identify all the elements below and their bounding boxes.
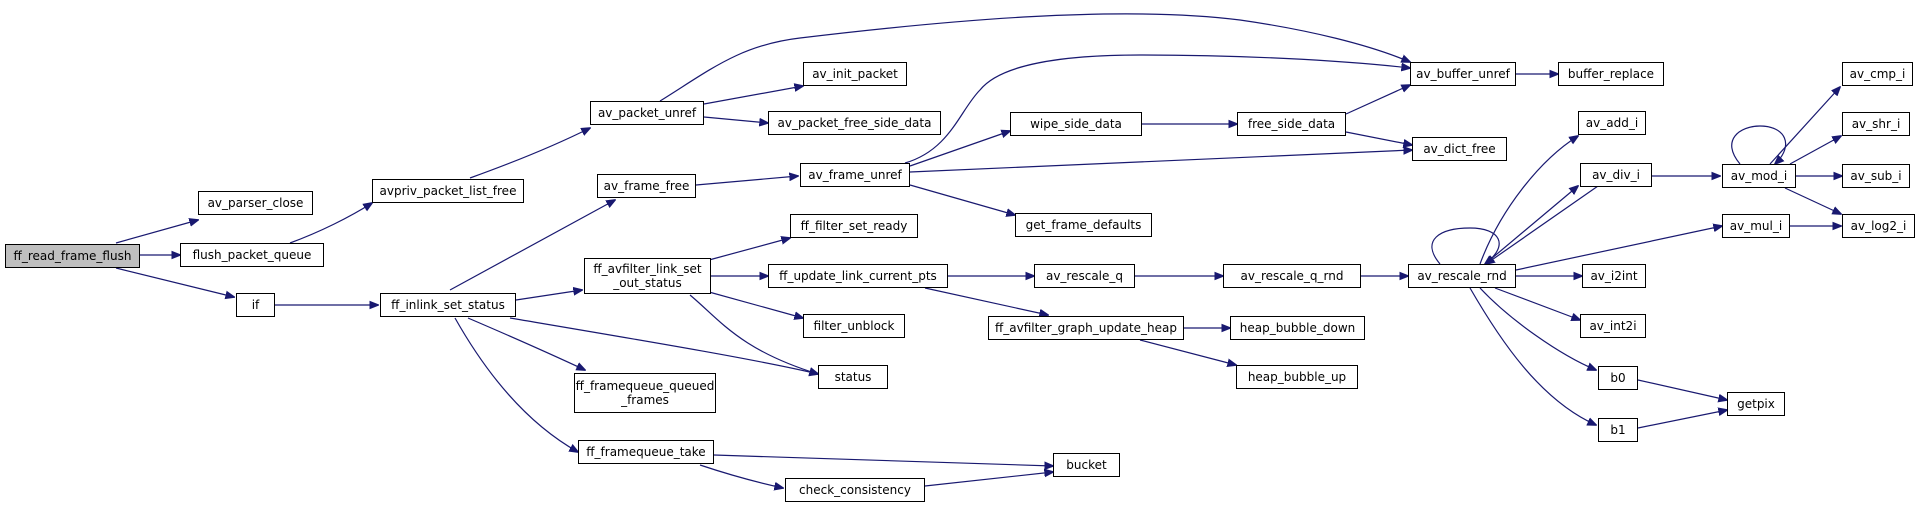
edge-av_rescale_rnd-b1 [1469,287,1596,425]
node-ff_avfilter_graph_update_heap[interactable]: ff_avfilter_graph_update_heap [988,316,1184,340]
edge-av_div_i-av_rescale_rnd [1486,185,1599,264]
edge-ff_avfilter_link_set_out_status-status [689,294,818,374]
node-av_cmp_i[interactable]: av_cmp_i [1842,62,1913,86]
edge-av_mod_i-av_mod_i-loop [1731,125,1787,164]
edge-av_mod_i-av_shr_i [1789,136,1841,165]
node-status[interactable]: status [818,365,888,389]
node-av_buffer_unref[interactable]: av_buffer_unref [1410,62,1516,86]
edge-b1-getpix [1637,410,1727,429]
edge-b0-getpix [1637,379,1727,400]
edge-av_mod_i-av_cmp_i [1769,87,1840,165]
node-av_parser_close[interactable]: av_parser_close [198,191,313,215]
edge-ff_avfilter_graph_update_heap-heap_bubble_up [1139,339,1236,365]
node-heap_bubble_up[interactable]: heap_bubble_up [1236,365,1358,389]
node-av_shr_i[interactable]: av_shr_i [1842,112,1910,136]
node-b1[interactable]: b1 [1598,418,1638,442]
node-av_int2i[interactable]: av_int2i [1580,314,1646,338]
node-av_div_i[interactable]: av_div_i [1580,163,1652,187]
node-ff_read_frame_flush[interactable]: ff_read_frame_flush [5,244,140,268]
edge-av_frame_unref-get_frame_defaults [909,184,1015,215]
edge-ff_inlink_set_status-status [509,317,818,374]
edge-ff_update_link_current_pts-ff_avfilter_graph_update_heap [924,287,1048,315]
node-av_mul_i[interactable]: av_mul_i [1722,214,1790,238]
node-buffer_replace[interactable]: buffer_replace [1558,62,1664,86]
node-av_frame_free[interactable]: av_frame_free [597,174,696,198]
node-if[interactable]: if [236,293,275,317]
edge-ff_inlink_set_status-ff_avfilter_link_set_out_status [515,290,582,301]
node-ff_framequeue_queued_frames[interactable]: ff_framequeue_queued _frames [574,373,716,413]
edge-ff_inlink_set_status-ff_framequeue_queued_frames [467,317,585,370]
edge-free_side_data-av_buffer_unref [1345,85,1410,115]
node-av_i2int[interactable]: av_i2int [1582,264,1646,288]
edge-av_rescale_rnd-av_rescale_rnd-loop [1431,227,1500,264]
node-ff_avfilter_link_set_out_status[interactable]: ff_avfilter_link_set _out_status [584,258,711,294]
edge-av_mod_i-av_log2_i [1784,187,1841,214]
edge-av_rescale_rnd-av_div_i [1484,186,1578,265]
edge-av_packet_unref-av_packet_free_side_data [703,116,768,123]
node-av_rescale_rnd[interactable]: av_rescale_rnd [1408,264,1516,288]
edge-ff_read_frame_flush-if [115,267,234,297]
edge-flush_packet_queue-avpriv_packet_list_free [289,203,372,244]
node-av_frame_unref[interactable]: av_frame_unref [800,163,910,187]
node-wipe_side_data[interactable]: wipe_side_data [1010,112,1142,136]
edge-av_frame_unref-av_buffer_unref [904,54,1410,164]
edge-av_rescale_rnd-av_add_i [1479,136,1578,265]
edge-ff_avfilter_link_set_out_status-ff_filter_set_ready [708,238,790,261]
node-get_frame_defaults[interactable]: get_frame_defaults [1015,213,1152,237]
node-av_sub_i[interactable]: av_sub_i [1842,164,1910,188]
edge-ff_read_frame_flush-av_parser_close [115,220,198,244]
edge-ff_framequeue_take-check_consistency [699,464,783,488]
node-check_consistency[interactable]: check_consistency [785,478,925,502]
node-ff_inlink_set_status[interactable]: ff_inlink_set_status [380,293,516,317]
node-av_mod_i[interactable]: av_mod_i [1722,164,1796,188]
node-av_log2_i[interactable]: av_log2_i [1842,214,1915,238]
edge-ff_framequeue_take-bucket [713,454,1053,466]
node-free_side_data[interactable]: free_side_data [1237,112,1346,136]
node-ff_update_link_current_pts[interactable]: ff_update_link_current_pts [768,264,948,288]
edge-av_rescale_rnd-b0 [1479,287,1596,370]
node-av_rescale_q[interactable]: av_rescale_q [1034,264,1135,288]
node-getpix[interactable]: getpix [1727,392,1785,416]
edge-ff_inlink_set_status-av_frame_free [449,200,615,291]
edge-av_packet_unref-av_buffer_unref [659,13,1410,102]
edge-free_side_data-av_dict_free [1345,131,1412,145]
node-av_packet_free_side_data[interactable]: av_packet_free_side_data [768,111,941,135]
edge-av_rescale_rnd-av_int2i [1494,287,1580,320]
node-av_init_packet[interactable]: av_init_packet [803,62,907,86]
node-heap_bubble_down[interactable]: heap_bubble_down [1230,316,1365,340]
edge-av_rescale_rnd-av_mul_i [1515,226,1722,271]
edge-avpriv_packet_list_free-av_packet_unref [469,128,590,179]
edge-av_packet_unref-av_init_packet [703,86,803,105]
edge-av_frame_free-av_frame_unref [695,176,798,186]
node-av_dict_free[interactable]: av_dict_free [1412,137,1507,161]
node-ff_filter_set_ready[interactable]: ff_filter_set_ready [790,214,918,238]
node-avpriv_packet_list_free[interactable]: avpriv_packet_list_free [372,179,524,203]
node-ff_framequeue_take[interactable]: ff_framequeue_take [578,440,714,464]
node-av_rescale_q_rnd[interactable]: av_rescale_q_rnd [1223,264,1361,288]
node-flush_packet_queue[interactable]: flush_packet_queue [180,243,324,267]
node-av_packet_unref[interactable]: av_packet_unref [590,101,704,125]
edge-check_consistency-bucket [924,472,1053,487]
node-av_add_i[interactable]: av_add_i [1578,111,1646,135]
edge-av_frame_unref-wipe_side_data [909,131,1010,167]
edge-ff_avfilter_link_set_out_status-filter_unblock [708,291,803,318]
edge-ff_inlink_set_status-ff_framequeue_take [454,317,578,452]
node-filter_unblock[interactable]: filter_unblock [803,314,905,338]
edge-av_frame_unref-av_dict_free [909,150,1412,173]
node-bucket[interactable]: bucket [1053,453,1120,477]
node-b0[interactable]: b0 [1598,366,1638,390]
